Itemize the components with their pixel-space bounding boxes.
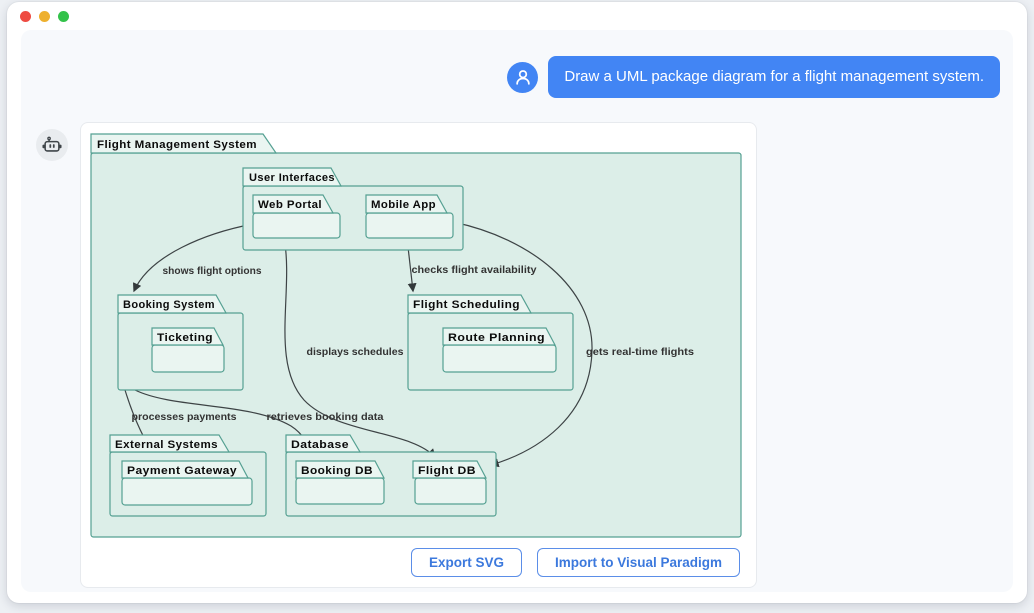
edge-label: gets real-time flights	[586, 346, 694, 358]
chat-panel: Draw a UML package diagram for a flight …	[21, 30, 1013, 592]
edge-mobileapp-flightdb	[452, 221, 593, 468]
edge-webportal-bookingsystem	[133, 223, 254, 293]
diagram-card: Flight Management System	[80, 122, 757, 588]
diagram-actions: Export SVG Import to Visual Paradigm	[88, 548, 740, 577]
package-title: Flight DB	[418, 465, 476, 477]
edge-label: checks flight availability	[412, 264, 537, 276]
edge-label: displays schedules	[307, 346, 404, 358]
import-to-visual-paradigm-button[interactable]: Import to Visual Paradigm	[536, 548, 740, 577]
bot-avatar	[36, 129, 68, 161]
package-title: Booking DB	[301, 465, 373, 477]
package-title: Flight Management System	[97, 139, 257, 151]
user-message-bubble: Draw a UML package diagram for a flight …	[548, 56, 1000, 98]
edge-label: shows flight options	[163, 265, 262, 277]
export-svg-button[interactable]: Export SVG	[410, 548, 522, 577]
close-window-button[interactable]	[20, 11, 31, 22]
package-title: Ticketing	[157, 332, 213, 344]
package-title: Flight Scheduling	[413, 299, 520, 311]
package-route-planning: Route Planning	[442, 327, 557, 373]
person-icon	[516, 70, 530, 85]
package-title: External Systems	[115, 439, 218, 451]
edge-label: processes payments	[132, 411, 237, 423]
user-message-row: Draw a UML package diagram for a flight …	[21, 56, 1000, 98]
package-title: Payment Gateway	[127, 465, 238, 477]
user-avatar	[507, 61, 539, 93]
package-title: User Interfaces	[249, 172, 335, 184]
package-payment-gateway: Payment Gateway	[121, 460, 253, 506]
package-title: Route Planning	[448, 332, 545, 344]
edge-label: retrieves booking data	[267, 411, 384, 423]
minimize-window-button[interactable]	[39, 11, 50, 22]
package-mobile-app: Mobile App	[365, 194, 454, 239]
edge-labels: shows flight options checks flight avail…	[132, 264, 695, 423]
package-flight-db: Flight DB	[412, 460, 487, 505]
package-web-portal: Web Portal	[252, 194, 341, 239]
app-window: Draw a UML package diagram for a flight …	[7, 2, 1027, 603]
uml-package-diagram: Flight Management System	[90, 133, 742, 538]
package-title: Database	[291, 439, 349, 451]
package-ticketing: Ticketing	[151, 327, 225, 373]
package-title: Web Portal	[258, 199, 322, 211]
package-booking-db: Booking DB	[295, 460, 385, 505]
robot-icon	[42, 136, 62, 152]
package-title: Mobile App	[371, 199, 436, 211]
maximize-window-button[interactable]	[58, 11, 69, 22]
edge-webportal-flightdb	[283, 237, 436, 458]
package-title: Booking System	[123, 299, 215, 311]
window-titlebar	[20, 11, 69, 22]
bot-response-row: Flight Management System	[36, 122, 1013, 588]
